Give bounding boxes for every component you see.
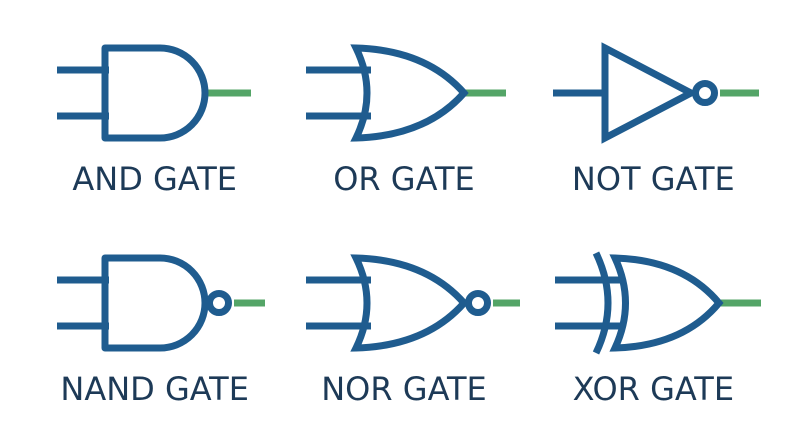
inversion-bubble [692, 80, 719, 106]
gate-label: NOT GATE [571, 160, 735, 198]
not-gate-symbol [553, 42, 760, 144]
or-gate-symbol [305, 44, 506, 142]
inversion-bubble [205, 290, 232, 316]
gate-body [609, 254, 724, 352]
gate-label: AND GATE [72, 160, 237, 198]
gate-label: XOR GATE [572, 370, 735, 408]
xor-gate-symbol [555, 251, 762, 355]
gate-cell-xor: XOR GATE [529, 238, 778, 408]
nor-gate-symbol [305, 254, 520, 352]
gate-label: OR GATE [333, 160, 475, 198]
exclusive-arc [593, 251, 612, 355]
gate-body [601, 42, 699, 144]
and-gate-symbol [56, 44, 251, 142]
nand-gate-symbol [56, 254, 265, 352]
inversion-bubble [464, 290, 491, 316]
gate-label: NOR GATE [321, 370, 487, 408]
gate-body [350, 44, 469, 142]
gate-body [350, 254, 469, 352]
gate-body [101, 44, 209, 142]
gate-cell-not: NOT GATE [529, 28, 778, 198]
gate-cell-nand: NAND GATE [30, 238, 279, 408]
gate-label: NAND GATE [60, 370, 249, 408]
gate-cell-and: AND GATE [30, 28, 279, 198]
gate-cell-nor: NOR GATE [279, 238, 528, 408]
gate-cell-or: OR GATE [279, 28, 528, 198]
gate-body [101, 254, 209, 352]
